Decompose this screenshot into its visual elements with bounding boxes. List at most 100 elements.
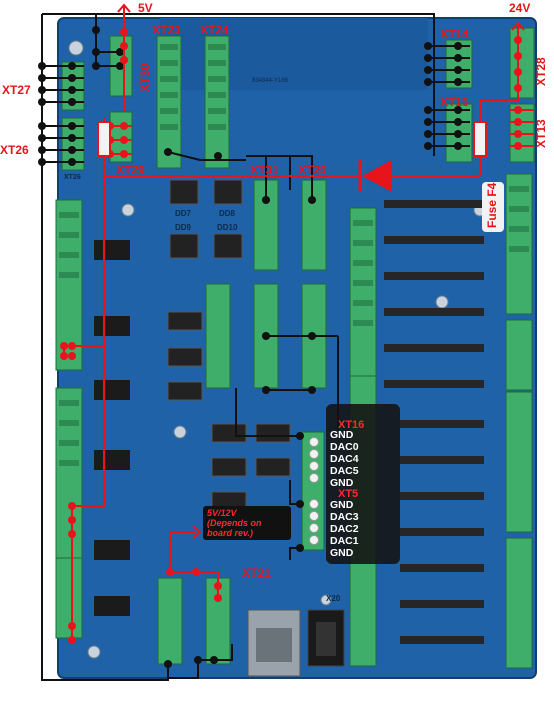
wire-ground-loop <box>41 14 169 681</box>
label-fuse-f4: Fuse F4 <box>485 182 499 228</box>
wire-joint <box>68 146 76 154</box>
wire-joint <box>424 54 432 62</box>
terminal-screw <box>160 92 178 98</box>
chip <box>211 457 247 477</box>
wire-joint <box>120 136 128 144</box>
ethernet-socket <box>256 628 292 662</box>
xt16-pin-2: DAC0 <box>330 441 359 453</box>
terminal-screw <box>208 60 226 66</box>
wire-joint <box>514 52 522 60</box>
terminal-left-lower <box>55 387 83 559</box>
wire-joint <box>514 130 522 138</box>
mounting-hole <box>173 425 187 439</box>
wire-joint <box>68 342 76 350</box>
wire-joint <box>60 352 68 360</box>
terminal-screw <box>353 220 373 226</box>
relay-component <box>384 380 484 388</box>
terminal-screw <box>160 76 178 82</box>
label-xt30: XT30 <box>138 63 152 92</box>
wire-joint <box>38 98 46 106</box>
wire-joint <box>424 106 432 114</box>
pin-dot <box>309 473 319 483</box>
silk-dd9: DD9 <box>175 223 192 232</box>
wire-joint <box>514 106 522 114</box>
terminal-right-3 <box>505 391 533 533</box>
wire-joint <box>514 84 522 92</box>
terminal-screw <box>59 400 79 406</box>
label-xt5: XT5 <box>338 488 359 500</box>
relay-column <box>384 200 484 644</box>
relay-component <box>400 528 484 536</box>
terminal-screw <box>208 44 226 50</box>
chip-dd10 <box>213 233 243 259</box>
pin-dot <box>309 535 319 545</box>
chip-dd9 <box>169 233 199 259</box>
5v-arrow <box>117 3 131 13</box>
wire-joint <box>164 148 172 156</box>
terminal-xt23 <box>156 35 182 169</box>
wire-joint <box>424 66 432 74</box>
wire-joint <box>262 196 270 204</box>
wire-joint <box>514 142 522 150</box>
xt5-pin-4: DAC1 <box>330 535 359 547</box>
terminal-screws <box>59 44 529 466</box>
left-component <box>94 380 130 400</box>
note-line-1: 5V/12V <box>207 508 237 518</box>
wire-joint <box>424 118 432 126</box>
terminal-screw <box>509 246 529 252</box>
note-line-2: (Depends on <box>207 518 262 528</box>
wire-joint <box>68 352 76 360</box>
terminal-screw <box>353 260 373 266</box>
pin-header-slot <box>316 622 336 656</box>
terminal-screw <box>59 232 79 238</box>
left-component <box>94 540 130 560</box>
wire-joint <box>38 74 46 82</box>
terminal-screw <box>59 440 79 446</box>
wire-joint <box>424 142 432 150</box>
wire-joint <box>514 118 522 126</box>
mounting-hole <box>68 40 84 56</box>
terminal-xt28 <box>509 27 535 99</box>
black-wire-joints <box>38 26 462 668</box>
mounting-hole <box>320 594 332 606</box>
terminal-screw <box>59 420 79 426</box>
relay-component <box>400 600 484 608</box>
mounting-hole <box>435 295 449 309</box>
xt5-pin-2: DAC3 <box>330 511 359 523</box>
voltage-note: 5V/12V (Depends on board rev.) <box>203 506 291 540</box>
wire-joint <box>454 42 462 50</box>
silk-x20: X20 <box>326 594 341 603</box>
pin-dot <box>309 437 319 447</box>
wire-joint <box>424 130 432 138</box>
terminal-screw <box>353 320 373 326</box>
wire-joint <box>92 48 100 56</box>
wire-joint <box>68 74 76 82</box>
silk-dd8: DD8 <box>219 209 236 218</box>
terminal-screw <box>59 460 79 466</box>
wire-joint <box>424 78 432 86</box>
label-xt23: XT23 <box>152 23 181 37</box>
relay-component <box>384 200 484 208</box>
wire-joint <box>214 582 222 590</box>
wire-joint <box>514 36 522 44</box>
wire-joint <box>68 86 76 94</box>
wire-joint <box>514 68 522 76</box>
mounting-hole <box>87 645 101 659</box>
label-xt26: XT26 <box>0 143 29 157</box>
chip <box>255 423 291 443</box>
wire-joint <box>308 196 316 204</box>
wire-joint <box>454 106 462 114</box>
terminal-screw <box>509 226 529 232</box>
wire-joint <box>68 622 76 630</box>
wire-joint <box>38 122 46 130</box>
chip <box>167 381 203 401</box>
chip <box>167 311 203 331</box>
wire-joint <box>120 56 128 64</box>
wire-joint <box>308 386 316 394</box>
left-component <box>94 240 130 260</box>
fuse-xt29 <box>97 121 111 157</box>
wire-xt26 <box>42 125 84 163</box>
wire-xt27 <box>42 65 84 103</box>
